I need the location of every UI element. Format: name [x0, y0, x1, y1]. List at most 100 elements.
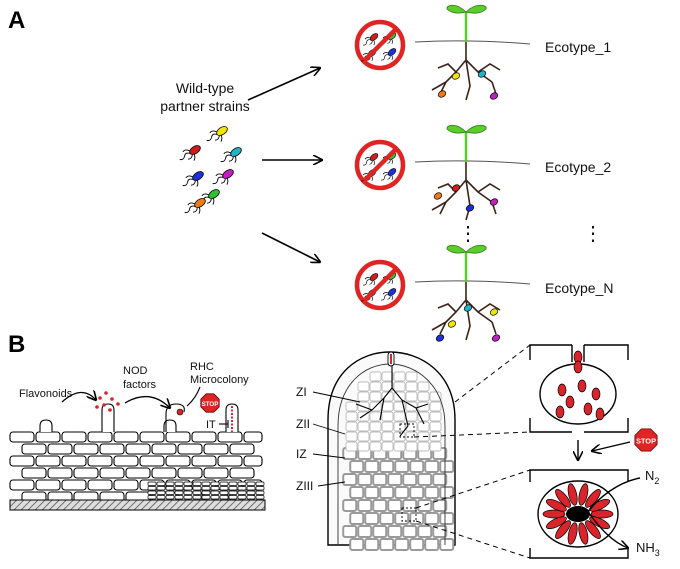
curled-root-hair — [165, 403, 185, 432]
cortex-cell — [237, 490, 247, 495]
root-base-hatch — [9, 499, 266, 511]
nodule-section — [327, 351, 456, 551]
nod-label-line1: NOD — [123, 365, 148, 377]
zone-i-tick — [312, 391, 361, 403]
zoom-line-top-2 — [413, 431, 531, 438]
nodule-cell — [439, 460, 455, 473]
meristem-cell — [345, 401, 358, 412]
panel-a-label: A — [8, 7, 25, 34]
epidermal-cell — [35, 455, 61, 467]
cortex-cell — [201, 495, 211, 500]
stop-sign-icon: STOP — [634, 428, 658, 452]
microcolony-label: Microcolony — [190, 374, 249, 386]
bacteroid — [583, 402, 593, 416]
bacterium-icon — [184, 198, 206, 214]
bacteroid — [577, 379, 587, 393]
bacteroid — [557, 383, 567, 397]
epidermal-cell — [243, 455, 263, 467]
nodule-cell — [432, 473, 448, 486]
no-bacteria-sign — [354, 19, 406, 71]
meristem-cell — [393, 371, 406, 382]
zone-i-label: ZI — [296, 385, 307, 399]
cortex-cell — [192, 495, 202, 500]
meristem-cell — [417, 381, 430, 392]
bacteroid — [545, 516, 567, 530]
epidermal-cell — [139, 455, 165, 467]
root-epidermis — [9, 403, 266, 511]
meristem-cell — [429, 441, 442, 452]
nodule-cell — [409, 538, 425, 551]
meristem-cell — [369, 371, 382, 382]
meristem-cell — [369, 421, 382, 432]
cell-wall-frame-top — [529, 344, 629, 433]
meristem-cell — [357, 391, 370, 402]
nodule-cell — [379, 486, 395, 499]
meristem-cell — [345, 431, 358, 442]
n2-label: N2 — [645, 468, 659, 486]
epidermal-cell — [87, 479, 113, 491]
it-label: IT — [206, 419, 216, 431]
cortex-cell — [219, 481, 229, 486]
bacteroid — [595, 407, 605, 421]
nodule-cell — [342, 473, 358, 486]
root-hair — [163, 419, 177, 432]
soil-line — [414, 40, 531, 45]
epidermal-cell — [21, 467, 47, 479]
nodule-cell — [424, 512, 440, 525]
leaf-left — [446, 244, 467, 254]
nodule-cell — [364, 486, 380, 499]
nodule-cell — [364, 538, 380, 551]
ecotype-label-2: Ecotype_2 — [545, 159, 611, 175]
roots — [431, 162, 501, 221]
nodule-cell — [372, 525, 388, 538]
epidermal-cell — [61, 479, 87, 491]
bacterium-icon — [363, 33, 379, 46]
root-nodule — [451, 72, 461, 80]
meristem-cell — [429, 421, 442, 432]
nodule-cell — [349, 460, 365, 473]
epidermal-cell — [229, 443, 255, 455]
bacteroid — [567, 483, 578, 506]
ecotype-label-1: Ecotype_1 — [545, 39, 611, 55]
meristem-cell — [357, 421, 370, 432]
epidermal-cell — [113, 455, 139, 467]
cortex-cell — [210, 486, 220, 491]
ecotype-row-3 — [354, 244, 531, 342]
rhc-pointer — [186, 386, 201, 407]
meristem-cell — [357, 441, 370, 452]
cortex-cell — [147, 495, 157, 500]
epidermal-cell — [113, 431, 139, 443]
epidermal-cell — [191, 455, 217, 467]
cortex-cell — [237, 481, 247, 486]
meristem-cell — [381, 401, 394, 412]
root-nodule — [435, 334, 445, 342]
bacterium-icon — [220, 147, 242, 163]
nodule-cell — [342, 499, 358, 512]
cortex-cell — [165, 490, 175, 495]
cortex-cell — [228, 486, 238, 491]
bacteroid — [585, 520, 601, 539]
epidermal-cell — [61, 431, 87, 443]
meristem-cell — [393, 401, 406, 412]
cortex-cell — [183, 481, 193, 486]
meristem-cell — [381, 411, 394, 422]
roots — [431, 42, 501, 101]
root-nodule — [447, 320, 457, 328]
microcolony — [176, 408, 184, 416]
bacterium-icon — [363, 153, 379, 166]
root-nodule — [489, 198, 499, 206]
ecotype-row-1 — [354, 4, 531, 101]
bacteroid — [565, 395, 575, 409]
stop-sign-icon: STOP — [200, 393, 220, 413]
cortex-cell — [165, 495, 175, 500]
svg-text:STOP: STOP — [202, 401, 219, 408]
cortex-cell — [237, 486, 247, 491]
epidermal-cell — [177, 443, 203, 455]
svg-text:STOP: STOP — [636, 436, 656, 445]
epidermal-cell — [47, 443, 73, 455]
nod-factor-dots — [95, 391, 120, 412]
panel-b-label: B — [8, 331, 25, 358]
cortex-cell — [147, 486, 157, 491]
nod-factor-dot — [102, 403, 106, 407]
cortex-cell — [165, 481, 175, 486]
